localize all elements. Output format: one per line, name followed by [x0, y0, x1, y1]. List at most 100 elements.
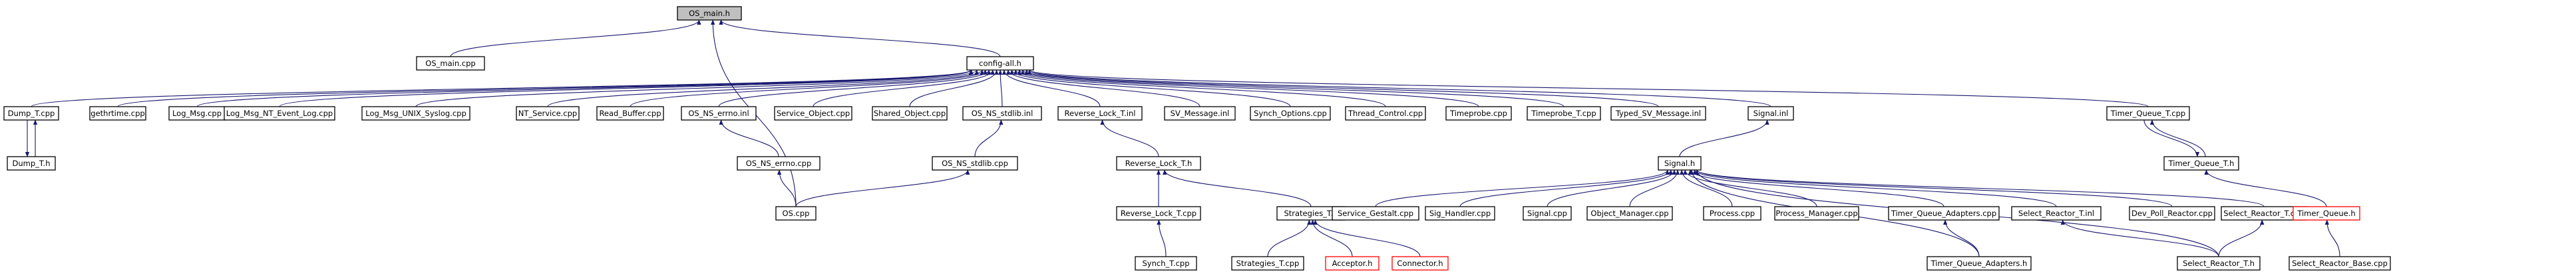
edge-select-reactor-t-h-to-select-reactor-t-inl: [2060, 219, 2219, 257]
node-timer-queue-adapters-h[interactable]: Timer_Queue_Adapters.h: [1927, 256, 2032, 271]
edge-timer-queue-t-h-to-timer-queue-t-cpp: [2149, 119, 2206, 157]
node-dev-poll-reactor-cpp[interactable]: Dev_Poll_Reactor.cpp: [2129, 206, 2215, 221]
node-box: [1116, 156, 1201, 171]
node-box: [1658, 156, 1702, 171]
node-service-gestalt-cpp[interactable]: Service_Gestalt.cpp: [1332, 206, 1419, 221]
nodes-layer: OS_main.hOS_main.cpp config-all.hDump_T.c…: [3, 6, 2391, 271]
node-label: Signal.h: [1664, 159, 1695, 168]
node-box: [1231, 256, 1304, 271]
node-select-reactor-t-cpp[interactable]: Select_Reactor_T.cpp: [2221, 206, 2307, 221]
node-sv-message-inl[interactable]: SV_Message.inl: [1164, 106, 1236, 121]
node-box: [224, 106, 335, 121]
node-timeprobe-t-cpp[interactable]: Timeprobe_T.cpp: [1527, 106, 1601, 121]
node-thread-control-cpp[interactable]: Thread_Control.cpp: [1345, 106, 1426, 121]
node-timer-queue-t-cpp[interactable]: Timer_Queue_T.cpp: [2106, 106, 2190, 121]
node-box: [1116, 206, 1201, 221]
edge-dump-t-cpp-to-config-all-h: [31, 69, 973, 107]
node-box: [932, 156, 1018, 171]
edge-timer-queue-adapters-h-to-timer-queue-adapters-cpp: [1942, 219, 1980, 257]
edge-select-reactor-base-cpp-to-timer-queue-h: [2324, 219, 2340, 257]
edge-config-all-h-to-os-main-h: [719, 19, 1001, 57]
node-shared-object-cpp[interactable]: Shared_Object.cpp: [872, 106, 948, 121]
node-os-cpp[interactable]: OS.cpp: [775, 206, 817, 221]
node-os-ns-errno-cpp[interactable]: OS_NS_errno.cpp: [737, 156, 821, 171]
node-signal-inl[interactable]: Signal.inl: [1748, 106, 1794, 121]
node-label: Process_Manager.cpp: [1775, 209, 1857, 218]
node-typed-sv-message-inl[interactable]: Typed_SV_Message.inl: [1610, 106, 1706, 121]
node-signal-h[interactable]: Signal.h: [1658, 156, 1702, 171]
node-signal-cpp[interactable]: Signal.cpp: [1523, 206, 1572, 221]
node-acceptor-h[interactable]: Acceptor.h: [1325, 256, 1380, 271]
node-reverse-lock-t-cpp[interactable]: Reverse_Lock_T.cpp: [1116, 206, 1201, 221]
node-label: Timer_Queue.h: [2297, 209, 2355, 218]
node-label: Timeprobe_T.cpp: [1531, 109, 1596, 118]
node-box: [677, 6, 742, 21]
node-select-reactor-base-cpp[interactable]: Select_Reactor_Base.cpp: [2289, 256, 2391, 271]
node-read-buffer-cpp[interactable]: Read_Buffer.cpp: [596, 106, 664, 121]
node-strategies-t-h[interactable]: Strategies_T.h: [1276, 206, 1346, 221]
node-dump-t-cpp[interactable]: Dump_T.cpp: [3, 106, 59, 121]
node-sig-handler-cpp[interactable]: Sig_Handler.cpp: [1425, 206, 1495, 221]
node-nt-service-cpp[interactable]: NT_Service.cpp: [516, 106, 580, 121]
node-box: [1703, 206, 1761, 221]
node-label: Timer_Queue_Adapters.cpp: [1891, 209, 1996, 218]
node-synch-t-cpp[interactable]: Synch_T.cpp: [1135, 256, 1197, 271]
node-connector-h[interactable]: Connector.h: [1391, 256, 1449, 271]
node-box: [966, 56, 1034, 71]
node-log-msg-nt-cpp[interactable]: Log_Msg_NT_Event_Log.cpp: [224, 106, 335, 121]
node-box: [3, 106, 59, 121]
node-process-manager-cpp[interactable]: Process_Manager.cpp: [1774, 206, 1859, 221]
node-os-ns-errno-inl[interactable]: OS_NS_errno.inl: [681, 106, 757, 121]
edge-connector-h-to-strategies-t-h: [1313, 219, 1421, 257]
edge-reverse-lock-t-inl-to-config-all-h: [1002, 69, 1101, 107]
node-synch-options-cpp[interactable]: Synch_Options.cpp: [1250, 106, 1331, 121]
node-label: Select_Reactor_T.h: [2183, 259, 2255, 268]
edge-timer-queue-h-to-timer-queue-t-h: [2204, 169, 2327, 207]
edge-signal-cpp-to-signal-h: [1547, 169, 1677, 207]
node-label: Log_Msg.cpp: [172, 109, 222, 118]
edge-timer-queue-t-cpp-to-config-all-h: [1027, 69, 2149, 107]
node-service-object-cpp[interactable]: Service_Object.cpp: [774, 106, 852, 121]
node-box: [2106, 106, 2190, 121]
node-os-ns-stdlib-inl[interactable]: OS_NS_stdlib.inl: [962, 106, 1042, 121]
node-box: [681, 106, 757, 121]
node-label: Timer_Queue_T.cpp: [2110, 109, 2185, 118]
node-label: OS_NS_stdlib.cpp: [942, 159, 1008, 168]
node-reverse-lock-t-h[interactable]: Reverse_Lock_T.h: [1116, 156, 1201, 171]
node-timer-queue-adapters-cpp[interactable]: Timer_Queue_Adapters.cpp: [1888, 206, 2000, 221]
node-timer-queue-h[interactable]: Timer_Queue.h: [2293, 206, 2360, 221]
edge-sig-handler-cpp-to-signal-h: [1459, 169, 1673, 207]
edge-os-cpp-to-os-ns-errno-cpp: [777, 169, 797, 207]
node-label: Strategies_T.cpp: [1236, 259, 1300, 268]
node-box: [1888, 206, 2000, 221]
node-gethrtime-cpp[interactable]: gethrtime.cpp: [89, 106, 146, 121]
node-select-reactor-t-inl[interactable]: Select_Reactor_T.inl: [2011, 206, 2102, 221]
node-strategies-t-cpp[interactable]: Strategies_T.cpp: [1231, 256, 1304, 271]
node-process-cpp[interactable]: Process.cpp: [1703, 206, 1761, 221]
node-timeprobe-cpp[interactable]: Timeprobe.cpp: [1445, 106, 1512, 121]
node-box: [1774, 206, 1859, 221]
node-os-ns-stdlib-cpp[interactable]: OS_NS_stdlib.cpp: [932, 156, 1018, 171]
node-config-all-h[interactable]: config-all.h: [966, 56, 1034, 71]
node-label: Select_Reactor_T.cpp: [2223, 209, 2304, 218]
node-label: Service_Object.cpp: [777, 109, 850, 118]
node-log-msg-cpp[interactable]: Log_Msg.cpp: [168, 106, 226, 121]
node-label: Shared_Object.cpp: [874, 109, 946, 118]
node-os-main-cpp[interactable]: OS_main.cpp: [416, 56, 485, 71]
node-label: Reverse_Lock_T.h: [1125, 159, 1193, 168]
node-os-main-h[interactable]: OS_main.h: [677, 6, 742, 21]
node-reverse-lock-t-inl[interactable]: Reverse_Lock_T.inl: [1057, 106, 1143, 121]
node-object-manager-cpp[interactable]: Object_Manager.cpp: [1586, 206, 1673, 221]
edge-log-msg-nt-cpp-to-config-all-h: [279, 69, 974, 107]
node-timer-queue-t-h[interactable]: Timer_Queue_T.h: [2163, 156, 2239, 171]
node-label: OS_main.h: [689, 9, 730, 18]
node-log-msg-unix-cpp[interactable]: Log_Msg_UNIX_Syslog.cpp: [361, 106, 470, 121]
node-label: Synch_Options.cpp: [1254, 109, 1327, 118]
edge-gethrtime-cpp-to-config-all-h: [117, 69, 973, 107]
node-label: Acceptor.h: [1332, 259, 1373, 268]
node-dump-t-h[interactable]: Dump_T.h: [7, 156, 56, 171]
node-box: [1927, 256, 2032, 271]
node-box: [1523, 206, 1572, 221]
edge-os-ns-errno-inl-to-config-all-h: [718, 69, 992, 107]
node-select-reactor-t-h[interactable]: Select_Reactor_T.h: [2177, 256, 2261, 271]
